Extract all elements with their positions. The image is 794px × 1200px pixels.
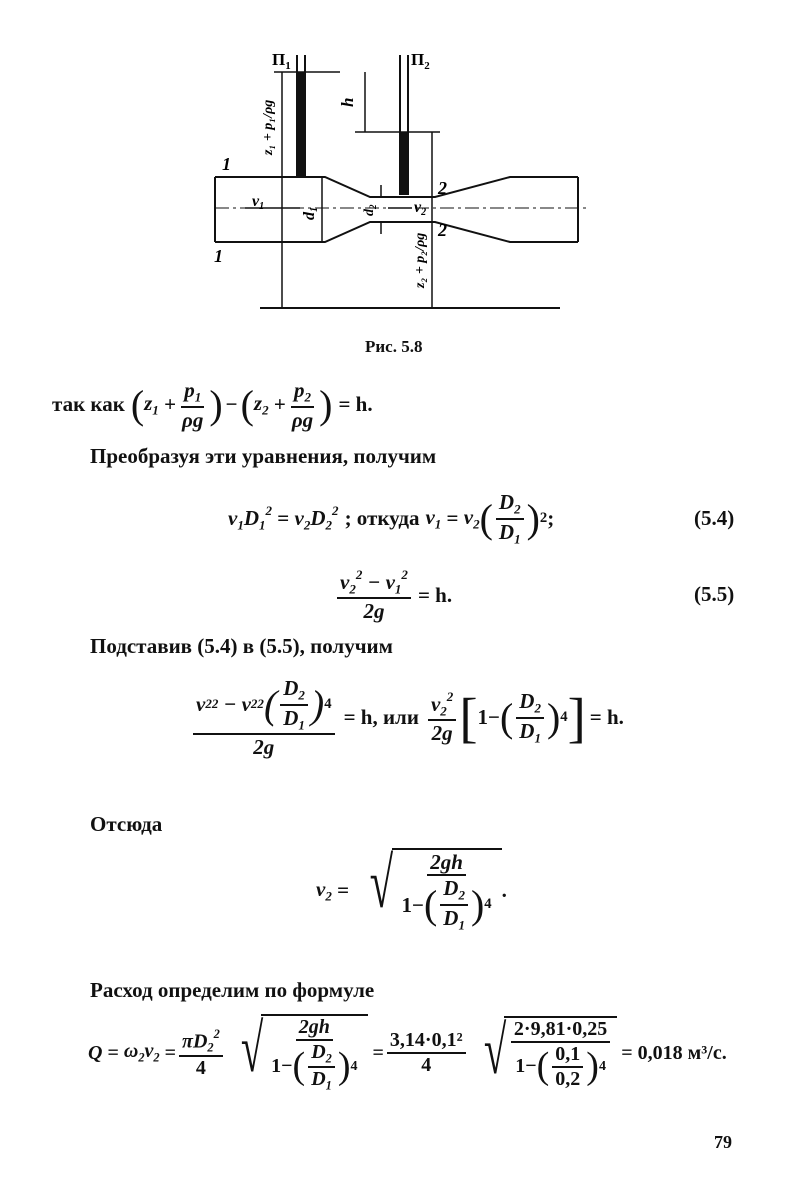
equation-number-5-4: (5.4): [694, 506, 735, 530]
text-q-frac-num: 0,1: [552, 1043, 584, 1068]
text-eq-h1: = h.: [338, 392, 373, 417]
page-number: 79: [714, 1132, 732, 1152]
text-q-frac-den: 0,2: [555, 1067, 581, 1090]
label-d2: d2: [362, 204, 378, 216]
paragraph-flow-rate: Расход определим по формуле: [90, 978, 375, 1002]
label-d1: d1: [301, 207, 320, 220]
pipe-outline: [214, 176, 579, 243]
dim-h: [355, 72, 440, 133]
label-p2: П2: [411, 50, 430, 72]
label-v2: v2: [414, 199, 426, 218]
paragraph-transform: Преобразуя эти уравнения, получим: [90, 444, 437, 468]
text-q-num1: 3,14·0,1²: [386, 1029, 466, 1055]
label-section-1-bottom: 1: [214, 246, 223, 266]
label-z2: z₂ + p₂/ρg: [413, 233, 428, 289]
dim-z1: [274, 71, 340, 308]
text-eq-h3: = h.: [589, 705, 624, 730]
equation-number-5-5: (5.5): [694, 582, 735, 606]
piezometer-1: [296, 55, 306, 177]
text-eq-h2: = h.: [417, 583, 453, 608]
label-v1: v1: [252, 193, 264, 212]
label-z1: z₁ + p₁/ρg: [261, 100, 276, 156]
text-2g: 2g: [363, 599, 385, 624]
venturi-figure: П1 П2 1 1 2 2 v1 v2 h: [214, 50, 590, 309]
paragraph-hence: Отсюда: [90, 812, 163, 836]
text-or: = h, или: [343, 705, 419, 730]
text-q-num2: 2·9,81·0,25: [510, 1018, 611, 1043]
paragraph-substitute: Подставив (5.4) в (5.5), получим: [90, 634, 393, 658]
text-q-den1: 4: [421, 1054, 432, 1077]
text-whence: ; откуда: [344, 506, 420, 530]
text-q-result: = 0,018 м³/с.: [621, 1041, 727, 1064]
figure-caption: Рис. 5.8: [365, 337, 423, 356]
text-so-since: так как: [52, 392, 125, 417]
piezometer-2: [399, 55, 409, 195]
label-h: h: [338, 98, 357, 107]
label-section-2-bottom: 2: [437, 220, 447, 240]
label-section-2-top: 2: [437, 178, 447, 198]
label-p1: П1: [272, 50, 291, 72]
label-section-1-top: 1: [222, 154, 231, 174]
